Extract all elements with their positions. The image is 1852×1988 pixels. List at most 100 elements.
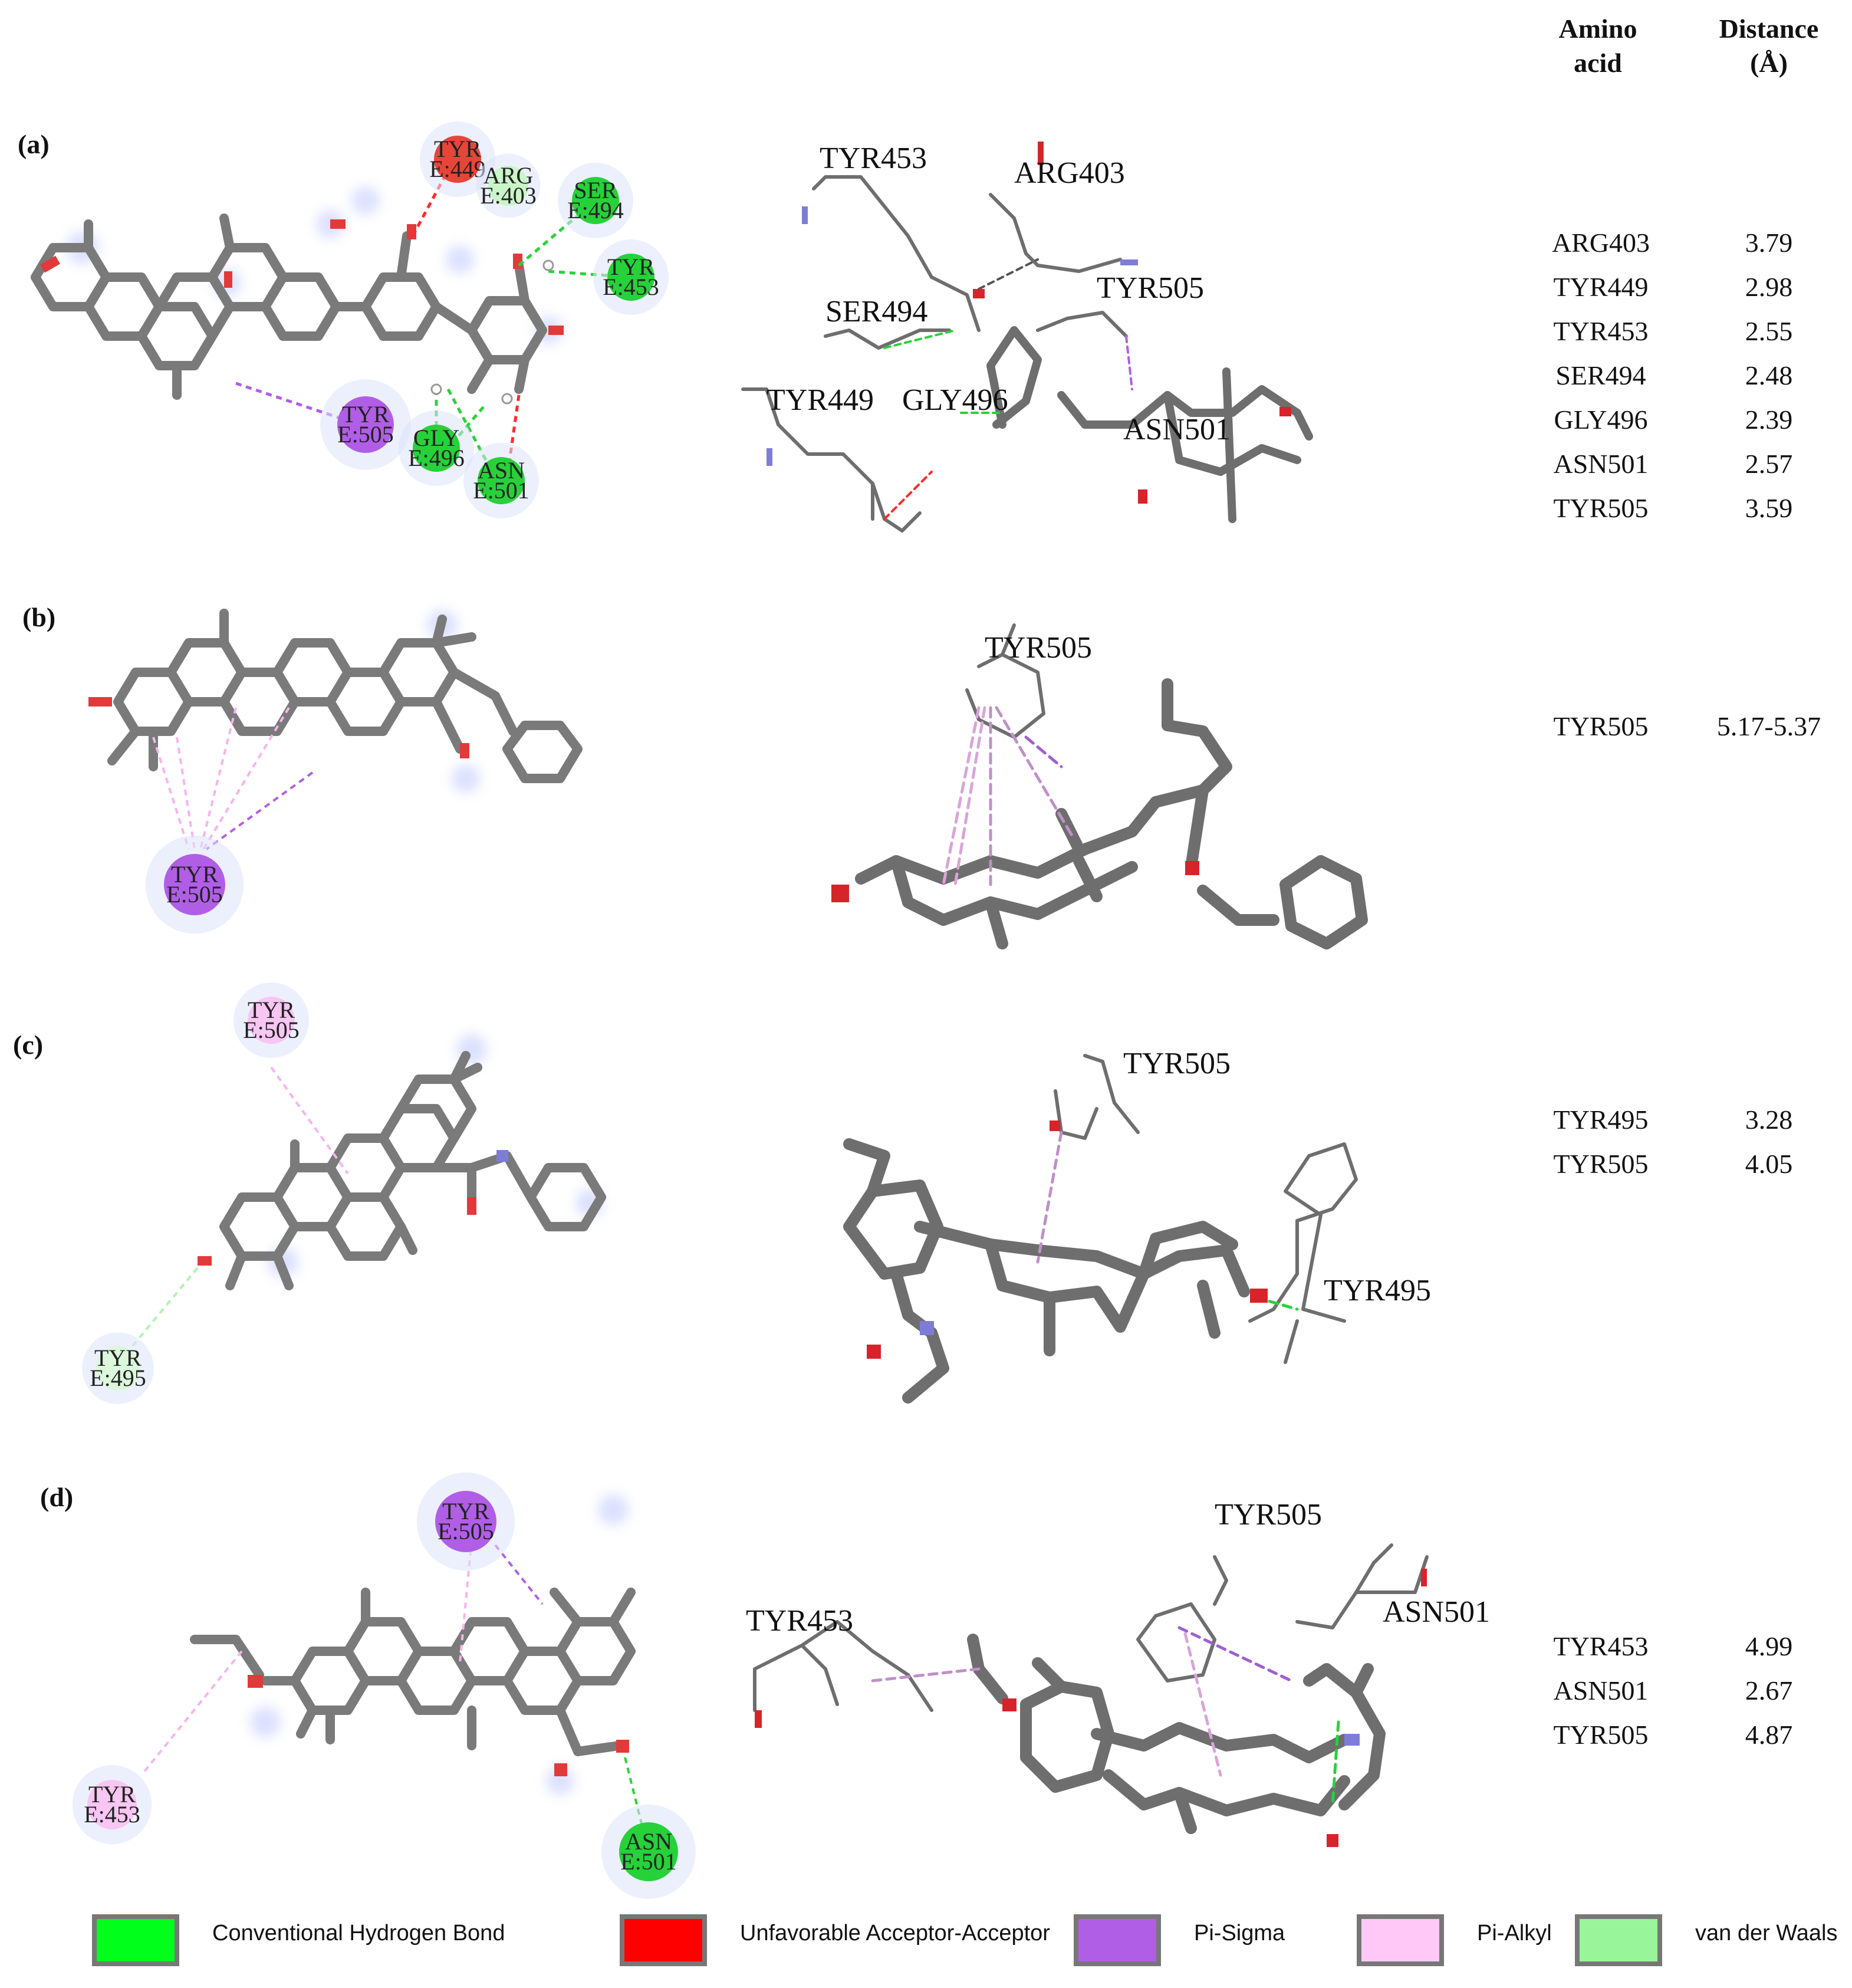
header-distance-line2: (Å)	[1750, 48, 1788, 78]
legend-label: Unfavorable Acceptor-Acceptor	[740, 1921, 1050, 1946]
table-cell-distance: 4.99	[1745, 1631, 1793, 1661]
table-cell-distance: 2.67	[1745, 1675, 1793, 1706]
residue-chain: E:449	[429, 156, 486, 182]
table-header-amino-acid: Amino acid	[1521, 12, 1675, 80]
legend-item: Pi-Alkyl	[1357, 1914, 1552, 1966]
residue-name: TYR	[434, 136, 481, 162]
residue-name: TYR	[442, 1498, 489, 1524]
header-distance-line1: Distance	[1719, 14, 1819, 44]
residue-name: TYR	[607, 254, 654, 280]
table-cell-amino: ASN501	[1553, 449, 1649, 479]
table-cell-amino: TYR505	[1553, 1720, 1649, 1750]
panel-label-b: (b)	[22, 602, 56, 632]
interaction-legend: Conventional Hydrogen Bond Unfavorable Ac…	[92, 1914, 1837, 1966]
table-cell-amino: TYR449	[1553, 272, 1649, 302]
legend-label: van der Waals	[1695, 1921, 1837, 1946]
table-cell-amino: TYR505	[1553, 493, 1649, 523]
residue-name: TYR	[94, 1345, 142, 1371]
residue-3d-label: ASN501	[1123, 413, 1231, 446]
panel-d-3d-view	[753, 1543, 1429, 1847]
panel-a-3d-view	[741, 142, 1313, 533]
legend-item: Pi-Sigma	[1074, 1914, 1285, 1966]
table-cell-amino: ARG403	[1551, 228, 1650, 258]
table-cell-amino: TYR495	[1553, 1105, 1649, 1135]
residue-name: TYR	[171, 861, 218, 888]
table-header-distance: Distance (Å)	[1692, 12, 1846, 80]
residue-chain: E:494	[567, 197, 624, 224]
residue-chain: E:403	[480, 182, 537, 209]
table-cell-distance: 5.17-5.37	[1716, 711, 1821, 741]
table-cell-amino: TYR453	[1553, 1631, 1649, 1661]
residue-3d-label: ARG403	[1014, 156, 1125, 190]
header-amino-line1: Amino	[1558, 14, 1637, 44]
legend-swatch	[620, 1914, 707, 1966]
table-cell-amino: GLY496	[1554, 405, 1648, 435]
legend-label: Conventional Hydrogen Bond	[212, 1921, 505, 1946]
residue-3d-label: ASN501	[1383, 1595, 1490, 1629]
residue-name: TYR	[248, 997, 295, 1023]
residue-name: ARG	[483, 162, 533, 189]
residue-3d-label: TYR505	[1097, 271, 1204, 305]
residue-3d-label: TYR449	[767, 383, 874, 417]
residue-chain: E:505	[437, 1518, 494, 1545]
table-cell-distance: 2.39	[1745, 405, 1793, 435]
residue-3d-label: TYR453	[746, 1604, 853, 1638]
header-amino-line2: acid	[1574, 48, 1622, 78]
legend-swatch	[1575, 1914, 1662, 1966]
residue-chain: E:453	[603, 274, 659, 300]
residue-3d-label: TYR453	[820, 142, 927, 175]
panel-d-2d-diagram	[140, 1494, 644, 1829]
panel-b-3d-view	[831, 623, 1368, 949]
residue-chain: E:501	[473, 477, 529, 504]
table-cell-amino: TYR453	[1553, 316, 1649, 346]
residue-3d-label: TYR495	[1324, 1274, 1431, 1307]
table-cell-amino: TYR505	[1553, 1149, 1649, 1179]
legend-label: Pi-Alkyl	[1477, 1921, 1552, 1946]
residue-3d-label: GLY496	[902, 383, 1008, 417]
residue-chain: E:501	[620, 1848, 677, 1875]
residue-chain: E:496	[408, 445, 465, 471]
residue-chain: E:495	[90, 1365, 146, 1391]
residue-3d-label: TYR505	[1123, 1047, 1231, 1080]
table-cell-distance: 2.48	[1745, 360, 1793, 390]
residue-chain: E:453	[84, 1801, 140, 1828]
residue-chain: E:505	[337, 421, 394, 448]
table-cell-distance: 4.87	[1745, 1720, 1793, 1750]
panel-label-c: (c)	[13, 1030, 44, 1060]
legend-label: Pi-Sigma	[1194, 1921, 1285, 1946]
residue-chain: E:505	[243, 1017, 300, 1043]
legend-swatch	[1074, 1914, 1161, 1966]
residue-3d-label: TYR505	[1215, 1498, 1322, 1532]
table-cell-distance: 2.98	[1745, 272, 1793, 302]
legend-swatch	[92, 1914, 179, 1966]
table-cell-amino: ASN501	[1553, 1675, 1649, 1706]
residue-chain: E:505	[166, 881, 223, 908]
residue-3d-label: SER494	[825, 295, 927, 328]
residue-name: ASN	[478, 457, 525, 484]
legend-item: Conventional Hydrogen Bond	[92, 1914, 505, 1966]
panel-a-2d-diagram	[31, 158, 631, 479]
panel-label-a: (a)	[18, 129, 50, 159]
residue-3d-label: TYR505	[985, 631, 1092, 665]
panel-label-d: (d)	[40, 1482, 74, 1512]
panel-c-2d-diagram	[123, 1034, 606, 1358]
legend-item: van der Waals	[1575, 1914, 1837, 1966]
residue-name: SER	[574, 177, 617, 203]
legend-item: Unfavorable Acceptor-Acceptor	[620, 1914, 1050, 1966]
